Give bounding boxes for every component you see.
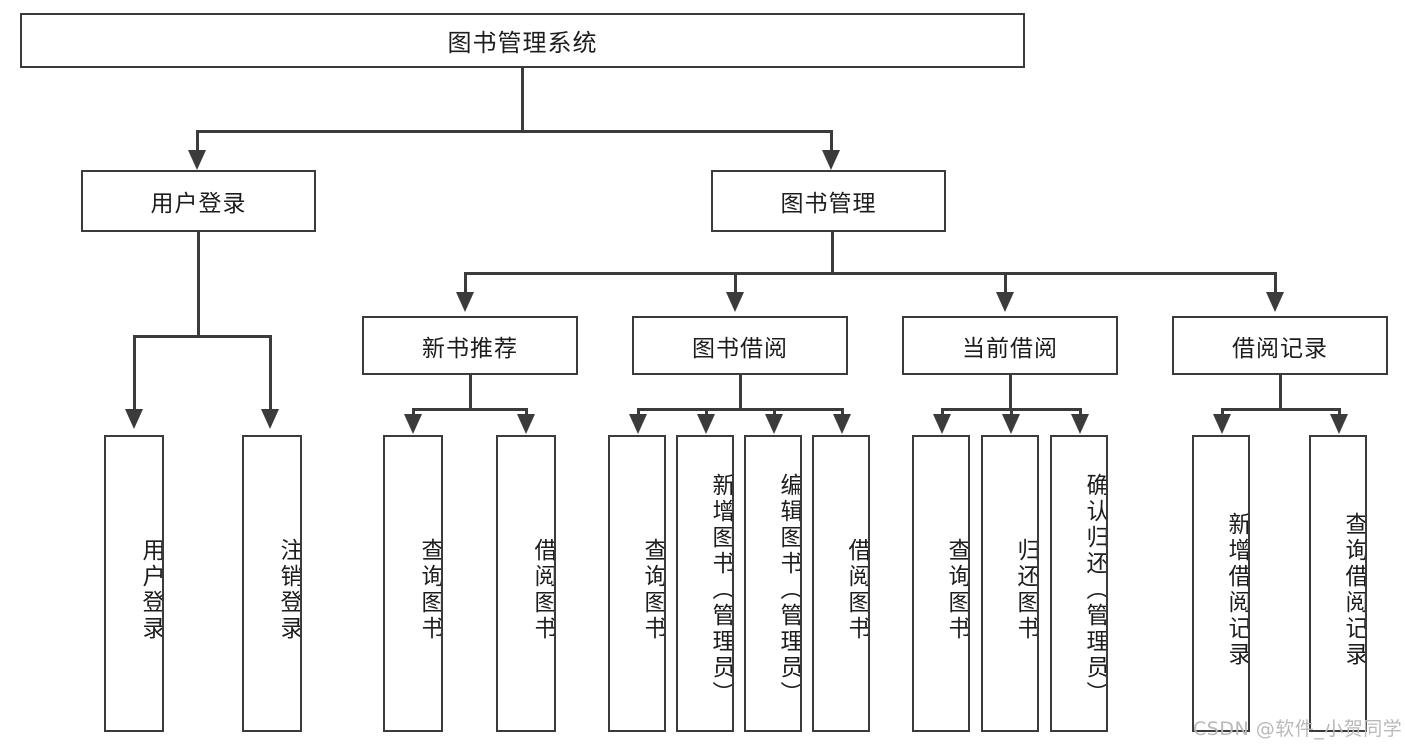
- node-current-borrow[interactable]: 当前借阅: [902, 316, 1118, 375]
- leaf-borrow-book-1[interactable]: 借阅图书: [496, 435, 556, 732]
- leaf-confirm-return[interactable]: 确认归还（管理员）: [1050, 435, 1108, 732]
- connector-borrow-record-to-leaf-0: [1221, 408, 1224, 416]
- arrowhead-leaf-query-record: [1330, 414, 1348, 434]
- connector-new-book-bus: [412, 408, 528, 411]
- arrowhead-leaf-query-book-3: [933, 414, 951, 434]
- connector-book-borrow-to-leaf-0: [637, 408, 640, 416]
- connector-borrow-record-bus: [1221, 408, 1341, 411]
- node-book-borrow-label: 图书借阅: [692, 335, 788, 362]
- node-borrow-record-label: 借阅记录: [1232, 335, 1328, 362]
- arrowhead-leaf-query-book-2: [629, 414, 647, 434]
- arrowhead-leaf-query-book-1: [404, 414, 422, 434]
- connector-borrow-record-stem: [1279, 375, 1282, 408]
- connector-book-manage-stem: [831, 232, 834, 272]
- connector-current-borrow-to-leaf-1: [1010, 408, 1013, 416]
- leaf-query-book-1-label: 查询图书: [417, 537, 443, 642]
- node-root-label: 图书管理系统: [447, 29, 598, 57]
- connector-book-borrow-to-leaf-3: [841, 408, 844, 416]
- leaf-user-logout-label: 注销登录: [276, 537, 302, 642]
- leaf-user-logout[interactable]: 注销登录: [242, 435, 302, 732]
- connector-book-borrow-to-leaf-2: [773, 408, 776, 416]
- connector-new-book-to-leaf-0: [412, 408, 415, 416]
- connector-borrow-record-to-leaf-1: [1338, 408, 1341, 416]
- arrowhead-book-manage: [822, 150, 840, 170]
- arrowhead-current-borrow: [996, 292, 1014, 312]
- leaf-user-login-label: 用户登录: [138, 537, 164, 642]
- connector-user-login-to-leaf-1: [269, 335, 272, 411]
- node-user-login[interactable]: 用户登录: [81, 170, 316, 232]
- leaf-return-book[interactable]: 归还图书: [981, 435, 1039, 732]
- node-root[interactable]: 图书管理系统: [20, 13, 1025, 68]
- leaf-user-login[interactable]: 用户登录: [104, 435, 164, 732]
- connector-root-bus: [196, 130, 832, 133]
- node-user-login-label: 用户登录: [150, 191, 247, 217]
- connector-book-manage-bus: [464, 272, 1277, 275]
- leaf-borrow-book-2-label: 借阅图书: [844, 537, 870, 642]
- leaf-add-book-label: 新增图书（管理员）: [708, 472, 734, 707]
- leaf-query-book-2[interactable]: 查询图书: [608, 435, 666, 732]
- leaf-return-book-label: 归还图书: [1013, 537, 1039, 642]
- connector-book-manage-to-current-borrow: [1004, 272, 1007, 294]
- leaf-edit-book-label: 编辑图书（管理员）: [776, 472, 802, 707]
- arrowhead-borrow-record: [1266, 292, 1284, 312]
- arrowhead-book-borrow: [726, 292, 744, 312]
- leaf-add-record-label: 新增借阅记录: [1224, 511, 1250, 668]
- arrowhead-leaf-edit-book: [765, 414, 783, 434]
- connector-book-manage-to-new-book: [464, 272, 467, 294]
- arrowhead-leaf-add-record: [1213, 414, 1231, 434]
- node-new-book-recommend-label: 新书推荐: [422, 335, 518, 362]
- connector-root-to-book-manage: [830, 130, 833, 152]
- connector-book-manage-to-book-borrow: [734, 272, 737, 294]
- connector-user-login-bus: [133, 335, 269, 338]
- leaf-add-record[interactable]: 新增借阅记录: [1192, 435, 1250, 732]
- leaf-query-record-label: 查询借阅记录: [1341, 511, 1367, 668]
- connector-new-book-stem: [469, 375, 472, 408]
- connector-root-to-user-login: [196, 130, 199, 152]
- leaf-borrow-book-1-label: 借阅图书: [530, 537, 556, 642]
- node-current-borrow-label: 当前借阅: [962, 335, 1058, 362]
- arrowhead-new-book-recommend: [456, 292, 474, 312]
- arrowhead-leaf-borrow-book-1: [517, 414, 535, 434]
- arrowhead-leaf-user-login: [125, 409, 143, 429]
- connector-current-borrow-to-leaf-2: [1079, 408, 1082, 416]
- connector-root-stem: [521, 68, 524, 130]
- node-book-manage-label: 图书管理: [780, 191, 877, 217]
- leaf-add-book[interactable]: 新增图书（管理员）: [676, 435, 734, 732]
- leaf-query-book-3[interactable]: 查询图书: [912, 435, 970, 732]
- leaf-query-book-2-label: 查询图书: [640, 537, 666, 642]
- arrowhead-leaf-borrow-book-2: [833, 414, 851, 434]
- arrowhead-leaf-user-logout: [261, 409, 279, 429]
- connector-current-borrow-to-leaf-0: [941, 408, 944, 416]
- arrowhead-leaf-add-book: [697, 414, 715, 434]
- node-book-borrow[interactable]: 图书借阅: [632, 316, 848, 375]
- watermark-text: CSDN @软件_小贺同学: [1193, 718, 1403, 740]
- leaf-query-record[interactable]: 查询借阅记录: [1309, 435, 1367, 732]
- connector-user-login-stem: [197, 232, 200, 335]
- connector-new-book-to-leaf-1: [525, 408, 528, 416]
- node-book-manage[interactable]: 图书管理: [711, 170, 946, 232]
- connector-book-borrow-bus: [637, 408, 842, 411]
- connector-current-borrow-stem: [1009, 375, 1012, 408]
- node-new-book-recommend[interactable]: 新书推荐: [362, 316, 578, 375]
- connector-user-login-to-leaf-0: [133, 335, 136, 411]
- leaf-edit-book[interactable]: 编辑图书（管理员）: [744, 435, 802, 732]
- node-borrow-record[interactable]: 借阅记录: [1172, 316, 1388, 375]
- connector-book-manage-to-borrow-record: [1274, 272, 1277, 294]
- connector-book-borrow-to-leaf-1: [705, 408, 708, 416]
- connector-book-borrow-stem: [739, 375, 742, 408]
- leaf-borrow-book-2[interactable]: 借阅图书: [812, 435, 870, 732]
- watermark: CSDN @软件_小贺同学: [1193, 714, 1402, 741]
- leaf-confirm-return-label: 确认归还（管理员）: [1082, 472, 1108, 707]
- leaf-query-book-3-label: 查询图书: [944, 537, 970, 642]
- arrowhead-leaf-confirm-return: [1071, 414, 1089, 434]
- arrowhead-user-login: [188, 150, 206, 170]
- leaf-query-book-1[interactable]: 查询图书: [383, 435, 443, 732]
- arrowhead-leaf-return-book: [1002, 414, 1020, 434]
